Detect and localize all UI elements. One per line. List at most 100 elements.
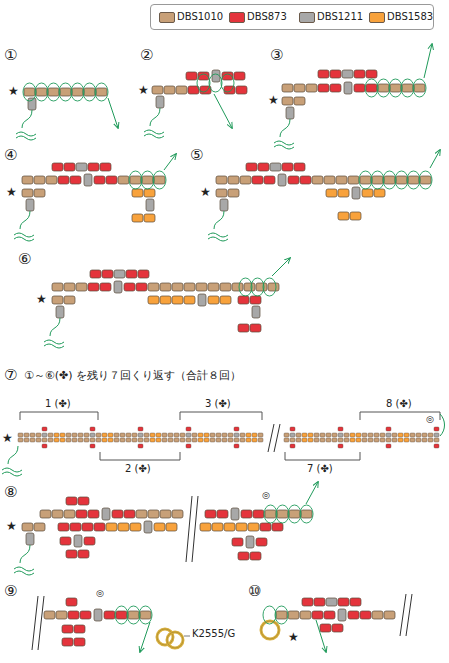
small-bead	[198, 433, 203, 437]
small-bead	[108, 438, 113, 442]
bead	[256, 283, 267, 291]
thread-arrow	[108, 98, 118, 128]
repeat-bracket	[100, 452, 180, 460]
bead	[236, 86, 247, 94]
small-bead	[338, 438, 343, 442]
bead	[216, 189, 227, 197]
bead	[265, 510, 276, 518]
thread-tail	[16, 110, 36, 140]
bead	[156, 96, 164, 108]
bead	[160, 510, 171, 518]
bead	[144, 189, 155, 197]
bead	[212, 523, 223, 531]
bead	[246, 163, 257, 171]
bead	[52, 296, 63, 304]
bead	[270, 163, 281, 171]
bead	[384, 176, 395, 184]
small-bead	[174, 433, 179, 437]
bead	[56, 306, 64, 318]
bead	[372, 611, 383, 619]
bead	[238, 552, 249, 560]
bead	[22, 523, 33, 531]
small-bead	[416, 433, 421, 437]
thread-arrow	[306, 482, 318, 504]
bead	[217, 510, 228, 518]
jump-ring	[167, 632, 183, 648]
bead	[256, 538, 267, 546]
thread-loop	[59, 83, 72, 101]
step-number: ①	[4, 46, 17, 64]
small-bead	[192, 433, 197, 437]
bead	[231, 508, 239, 520]
small-bead	[84, 438, 89, 442]
thread-loop	[115, 606, 128, 624]
thread-loop	[197, 74, 210, 92]
small-bead	[386, 433, 391, 437]
small-bead	[24, 438, 29, 442]
bead	[348, 611, 359, 619]
legend-swatch	[229, 12, 245, 23]
small-bead	[228, 433, 233, 437]
small-bead	[386, 427, 391, 431]
small-bead	[338, 433, 343, 437]
thread-tail	[14, 211, 34, 241]
small-bead	[386, 444, 391, 448]
bead	[94, 176, 105, 184]
bead	[294, 84, 305, 92]
bead	[152, 86, 163, 94]
step-number: ⑥	[18, 250, 31, 268]
bead	[264, 176, 275, 184]
small-bead	[204, 433, 209, 437]
small-bead	[284, 438, 289, 442]
small-bead	[246, 433, 251, 437]
small-bead	[120, 438, 125, 442]
small-bead	[338, 427, 343, 431]
thread-loop	[23, 83, 36, 101]
bead	[52, 510, 63, 518]
bead	[408, 176, 419, 184]
small-bead	[186, 444, 191, 448]
start-star: ★	[6, 185, 17, 199]
break-gap	[268, 424, 280, 452]
bead	[216, 176, 227, 184]
bead	[172, 283, 183, 291]
bead	[36, 88, 47, 96]
thread-loop	[239, 278, 252, 296]
bead	[360, 176, 371, 184]
thread-arrow	[164, 154, 176, 170]
small-bead	[234, 444, 239, 448]
bead	[64, 296, 75, 304]
small-bead	[198, 438, 203, 442]
break-gap	[186, 496, 198, 562]
bead	[132, 214, 143, 222]
start-star: ★	[268, 93, 279, 107]
thread-arrow	[430, 150, 440, 168]
bead	[84, 537, 95, 545]
bead	[160, 283, 171, 291]
bead	[240, 176, 251, 184]
bead	[250, 296, 261, 304]
step-number: ⑩	[248, 582, 261, 600]
small-bead	[302, 433, 307, 437]
thread-arrow	[272, 258, 290, 276]
bead	[64, 163, 75, 171]
legend-box: DBS1010DBS873DBS1211DBS1583	[150, 4, 434, 30]
small-bead	[174, 438, 179, 442]
small-bead	[362, 438, 367, 442]
repeat-bracket	[20, 412, 98, 420]
bead	[350, 598, 361, 606]
small-bead	[290, 444, 295, 448]
small-bead	[102, 438, 107, 442]
bead	[100, 283, 111, 291]
bead	[372, 176, 383, 184]
small-bead	[240, 433, 245, 437]
bead	[176, 86, 187, 94]
small-bead	[234, 433, 239, 437]
bead	[228, 176, 239, 184]
bead	[420, 176, 431, 184]
bead	[238, 324, 249, 332]
small-bead	[240, 438, 245, 442]
bead	[288, 176, 299, 184]
bead	[154, 176, 165, 184]
